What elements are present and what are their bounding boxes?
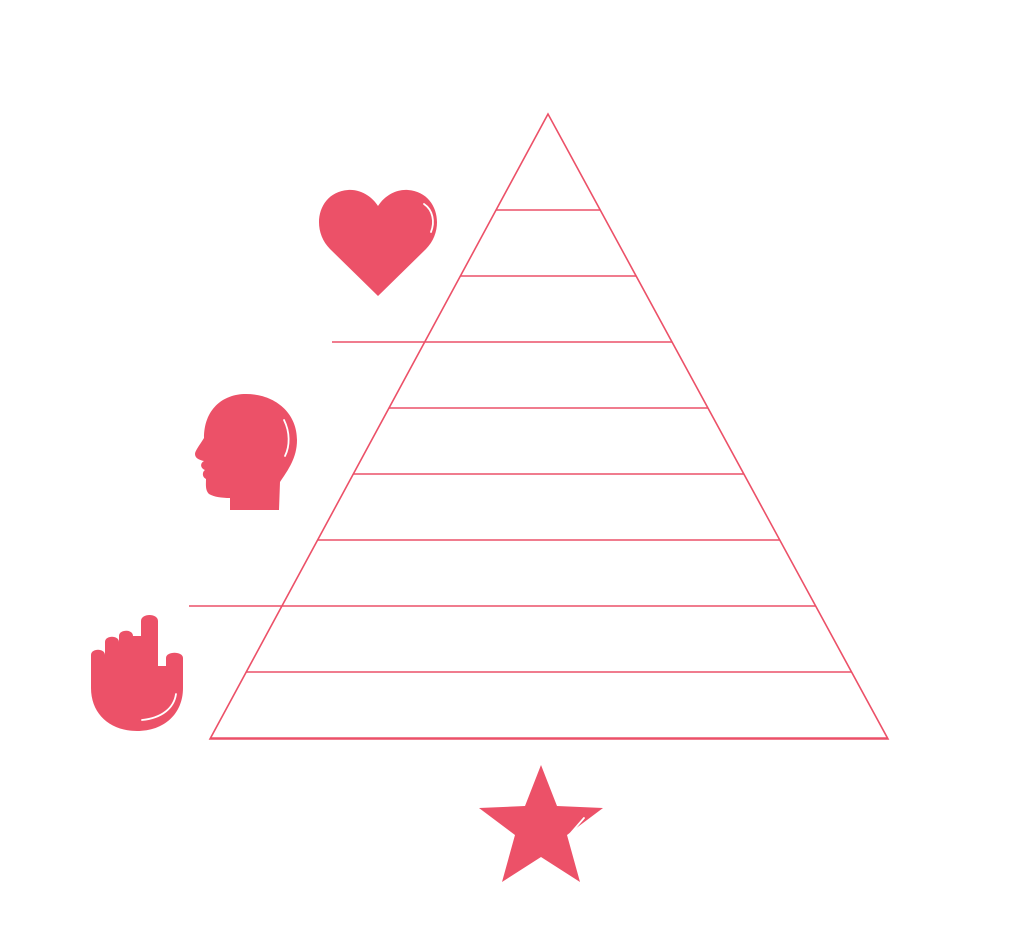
hand-icon [91, 615, 183, 731]
head-icon [195, 394, 297, 510]
pyramid-tier-lines [210, 209, 888, 739]
star-icon [479, 765, 603, 882]
pyramid-outline [208, 112, 890, 740]
heart-icon [318, 189, 438, 296]
